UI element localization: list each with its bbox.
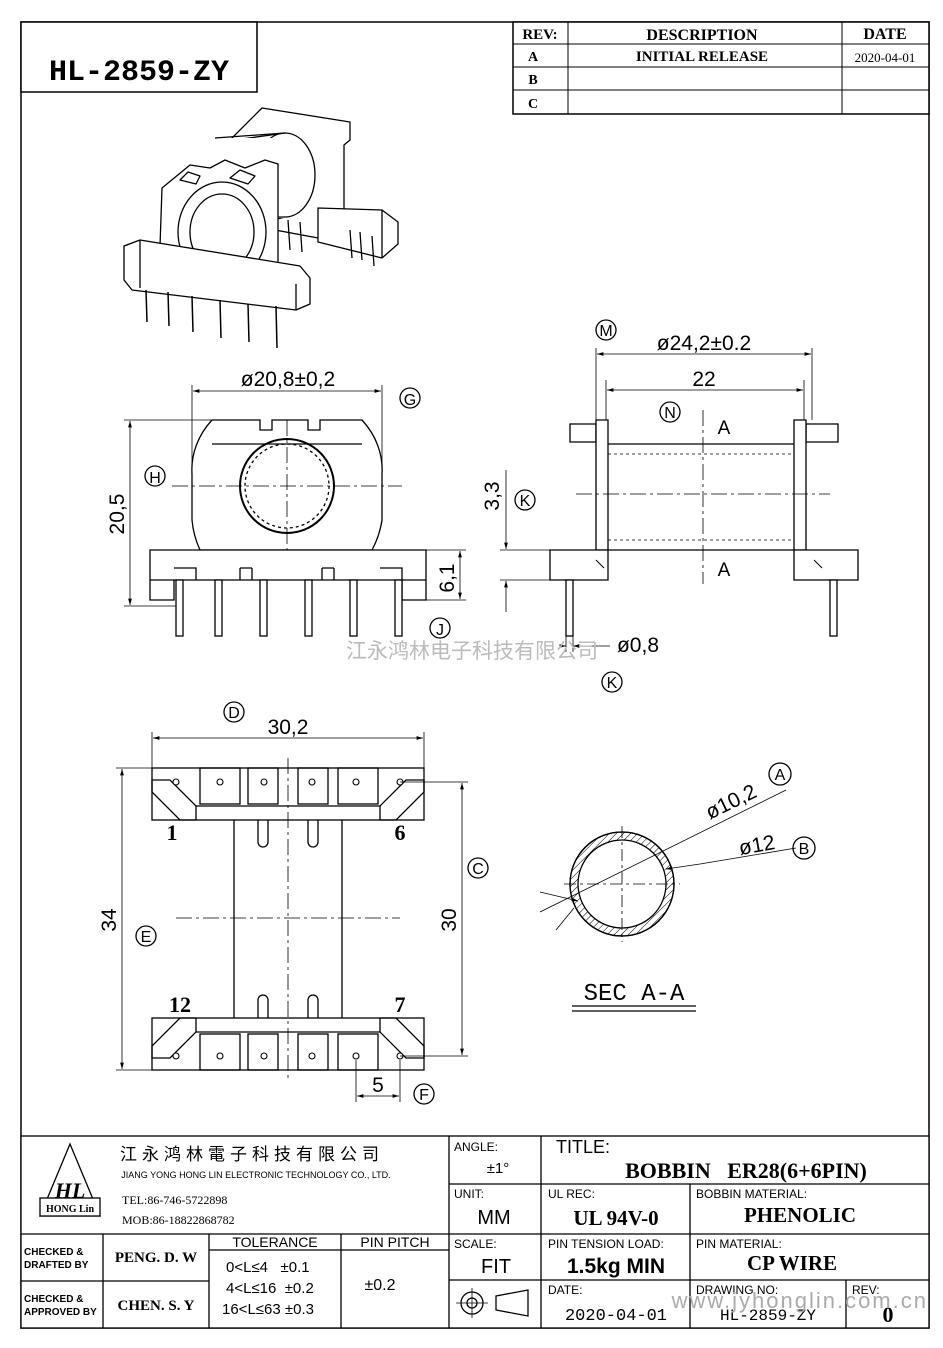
title-label: TITLE:: [556, 1137, 610, 1157]
label-d: D: [228, 705, 240, 722]
tolerance-row-3: 16<L≤63 ±0.3: [222, 1301, 314, 1318]
section-caption: SEC A-A: [584, 981, 685, 1008]
pin-6-label: 6: [395, 820, 406, 845]
front-height-dim: 20,5: [106, 494, 129, 535]
angle-label: ANGLE:: [454, 1140, 498, 1154]
unit-value: MM: [477, 1207, 510, 1229]
bottom-pitch-dim: 5: [372, 1074, 384, 1097]
pin-12-label: 12: [169, 992, 191, 1017]
date-column-header: DATE: [863, 26, 906, 43]
front-view-labels: ø20,8±0,2 20,5 6,1 G H J: [106, 368, 459, 639]
side-base-dim: 3,3: [481, 481, 504, 510]
label-j: J: [436, 622, 444, 639]
rev-column-header: REV:: [522, 27, 557, 43]
bottom-row-spacing-dim: 30: [438, 908, 461, 931]
pin-tension-label: PIN TENSION LOAD:: [548, 1237, 664, 1251]
drawing-no-value: HL-2859-ZY: [720, 1307, 816, 1325]
rev-value: 0: [883, 1302, 894, 1327]
rev-a: A: [528, 50, 539, 65]
bobbin-material-value: PHENOLIC: [744, 1203, 856, 1227]
date-label: DATE:: [548, 1283, 582, 1297]
description-column-header: DESCRIPTION: [646, 27, 758, 44]
company-tel: TEL:86-746-5722898: [122, 1193, 227, 1207]
side-flange-dim: ø24,2±0.2: [657, 332, 751, 355]
revision-table: REV: DESCRIPTION DATE A INITIAL RELEASE …: [512, 21, 930, 115]
pin-tension-value: 1.5kg MIN: [567, 1255, 665, 1278]
front-base-dim: 6,1: [436, 563, 459, 592]
drawing-border: [20, 21, 930, 1329]
section-mark-bottom: A: [718, 560, 731, 581]
front-width-dim: ø20,8±0,2: [241, 368, 335, 391]
company-mob: MOB:86-18822868782: [122, 1213, 235, 1227]
part-number-box: HL-2859-ZY: [20, 21, 258, 93]
bottom-width-dim: 30,2: [268, 716, 309, 739]
scale-value: FIT: [481, 1256, 511, 1278]
checked-approved-label-2: APPROVED BY: [24, 1307, 97, 1318]
checked-drafted-label-1: CHECKED &: [24, 1247, 83, 1258]
bottom-view: [116, 701, 489, 1105]
label-m: M: [599, 323, 612, 340]
checked-drafted-by: PENG. D. W: [115, 1250, 197, 1266]
checked-drafted-label-2: DRAFTED BY: [24, 1260, 89, 1271]
tolerance-row-1: 0<L≤4 ±0.1: [226, 1259, 310, 1276]
side-view-labels: ø24,2±0.2 22 3,3 ø0,8 M N K K A A: [481, 323, 751, 692]
logo-subtext: HONG Lin: [46, 1204, 95, 1215]
ul-value: UL 94V-0: [573, 1206, 658, 1230]
logo-text: HL: [54, 1178, 86, 1203]
ul-label: UL REC:: [548, 1187, 595, 1201]
website-watermark: www.jyhonglin.com.cn: [671, 1288, 928, 1313]
pin-1-label: 1: [167, 820, 178, 845]
pin-material-value: CP WIRE: [747, 1251, 837, 1275]
company-name-cn: 江永鸿林電子科技有限公司: [120, 1145, 384, 1164]
pin-7-label: 7: [395, 992, 406, 1017]
rev-a-description: INITIAL RELEASE: [636, 49, 768, 65]
label-k-pin: K: [607, 675, 618, 692]
watermark-company: 江永鸿林电子科技有限公司: [346, 640, 598, 663]
tolerance-row-2: 4<L≤16 ±0.2: [226, 1280, 314, 1297]
label-c: C: [472, 861, 484, 878]
pin-material-label: PIN MATERIAL:: [696, 1237, 782, 1251]
label-k-base: K: [520, 493, 531, 510]
angle-value: ±1°: [487, 1160, 510, 1177]
part-number: HL-2859-ZY: [49, 56, 229, 90]
bottom-length-dim: 34: [98, 908, 121, 932]
bottom-view-labels: 30,2 34 30 5 D E C F 1 6 12 7: [98, 705, 484, 1104]
front-view: [124, 385, 466, 639]
rev-b: B: [528, 73, 537, 88]
section-outer-dim: ø12: [737, 831, 777, 860]
title-value: BOBBIN ER28(6+6PIN): [625, 1158, 867, 1183]
rev-label: REV:: [852, 1283, 880, 1297]
label-h: H: [149, 470, 161, 487]
side-winding-dim: 22: [692, 368, 715, 391]
checked-approved-label-1: CHECKED &: [24, 1294, 83, 1305]
company-name-en: JIANG YONG HONG LIN ELECTRONIC TECHNOLOG…: [121, 1170, 390, 1180]
title-block-text: HL HONG Lin 江永鸿林電子科技有限公司 JIANG YONG HONG…: [24, 1137, 928, 1327]
title-block: [20, 1135, 930, 1329]
label-n: N: [664, 405, 676, 422]
checked-approved-by: CHEN. S. Y: [118, 1298, 195, 1314]
section-mark-top: A: [718, 418, 731, 439]
label-b-circle: B: [799, 841, 810, 858]
side-view: [500, 319, 859, 693]
rev-c: C: [528, 97, 538, 112]
tolerance-label: TOLERANCE: [232, 1234, 317, 1250]
label-f: F: [419, 1087, 429, 1104]
label-g: G: [404, 392, 416, 409]
scale-label: SCALE:: [454, 1237, 497, 1251]
rev-a-date: 2020-04-01: [855, 50, 916, 65]
pin-pitch-value: ±0.2: [364, 1277, 395, 1294]
drawing-no-label: DRAWING NO:: [696, 1283, 778, 1297]
pin-pitch-label: PIN PITCH: [360, 1234, 429, 1250]
label-e: E: [141, 929, 152, 946]
isometric-view: [123, 107, 399, 349]
label-a-circle: A: [775, 767, 786, 784]
side-pin-dim: ø0,8: [617, 634, 659, 657]
bobbin-material-label: BOBBIN MATERIAL:: [696, 1187, 807, 1201]
date-value: 2020-04-01: [565, 1307, 667, 1326]
section-a-a: [539, 762, 816, 1012]
unit-label: UNIT:: [454, 1187, 484, 1201]
